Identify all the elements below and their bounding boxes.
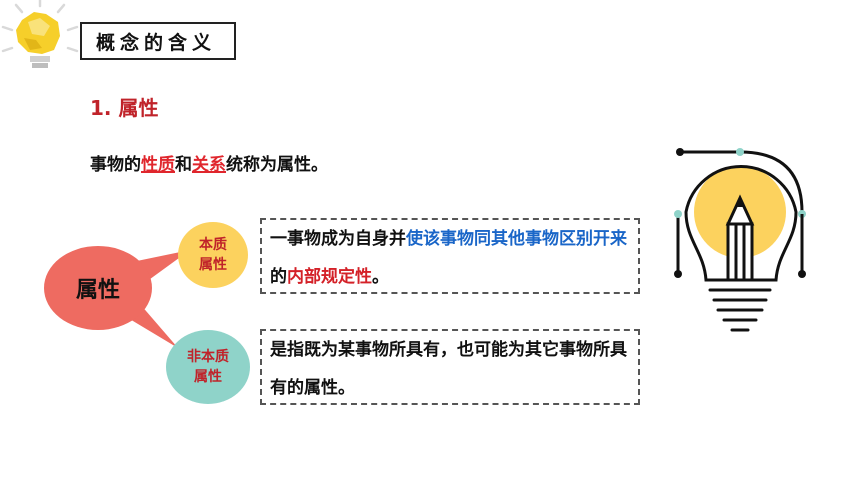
nonessential-attribute-bubble: 非本质 属性 — [166, 330, 250, 404]
nonessential-label-line2: 属性 — [194, 369, 222, 385]
essential-desc-highlight-distinction: 使该事物同其他事物区别开来 — [406, 229, 627, 249]
attribute-main-bubble: 属性 — [44, 246, 152, 330]
page-title: 概念的含义 — [80, 22, 236, 60]
nonessential-label-line1: 非本质 — [187, 349, 229, 365]
essential-desc-part5: 。 — [372, 267, 389, 287]
definition-term-nature: 性质 — [141, 155, 175, 175]
definition-term-relation: 关系 — [192, 155, 226, 175]
essential-label-line1: 本质 — [199, 237, 227, 253]
essential-attribute-bubble: 本质 属性 — [178, 222, 248, 288]
lightbulb-pencil-icon — [674, 148, 806, 332]
definition-suffix: 统称为属性。 — [226, 155, 328, 175]
essential-desc-part3: 的 — [270, 267, 287, 287]
essential-definition-box: 一事物成为自身并使该事物同其他事物区别开来的内部规定性。 — [260, 218, 640, 294]
definition-connector: 和 — [175, 155, 192, 175]
essential-desc-highlight-internal: 内部规定性 — [287, 267, 372, 287]
definition-prefix: 事物的 — [90, 155, 141, 175]
definition-text: 事物的性质和关系统称为属性。 — [90, 150, 328, 175]
crumpled-paper-lightbulb-icon — [1, 0, 79, 68]
section-heading: 1. 属性 — [90, 96, 159, 120]
essential-desc-part1: 一事物成为自身并 — [270, 229, 406, 249]
nonessential-definition-box: 是指既为某事物所具有，也可能为其它事物所具有的属性。 — [260, 329, 640, 405]
essential-label-line2: 属性 — [199, 257, 227, 273]
